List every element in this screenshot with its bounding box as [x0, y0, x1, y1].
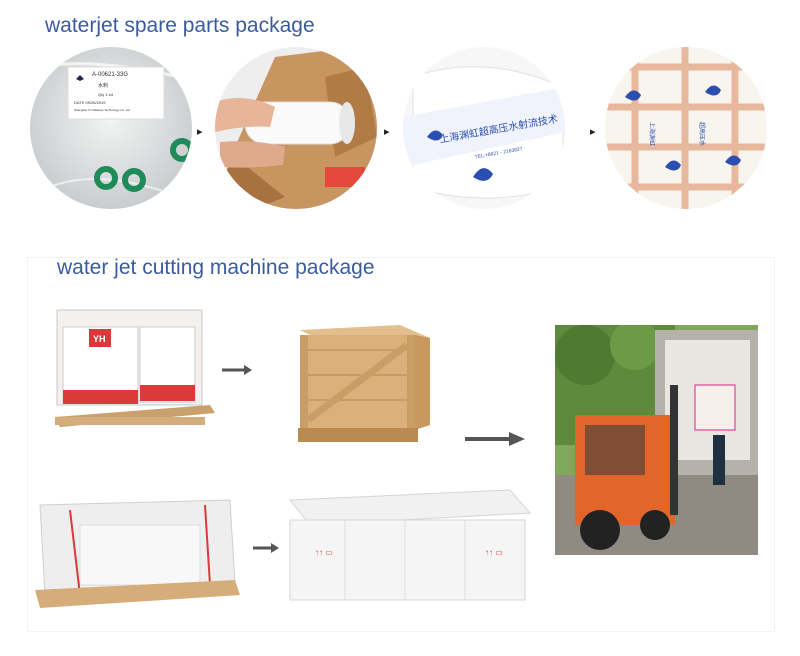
- svg-text:YH: YH: [93, 334, 106, 344]
- arrow-1-icon: ▸: [197, 125, 203, 138]
- label-qty: Qty 1 lot: [98, 92, 114, 97]
- spare-parts-title: waterjet spare parts package: [45, 14, 315, 37]
- svg-text:超高压水: 超高压水: [698, 122, 706, 146]
- photo-parts-in-box: [215, 47, 377, 209]
- arrow-2-icon: ▸: [384, 125, 390, 138]
- machine-package-title: water jet cutting machine package: [57, 256, 375, 279]
- arrow-to-truck-icon: [465, 432, 525, 451]
- svg-text:上海渊虹: 上海渊虹: [648, 122, 656, 146]
- photo-wooden-crate: [290, 320, 435, 450]
- photo-forklift-loading: [555, 320, 758, 555]
- photo-taped-wrap: 上海渊虹超高压水射流技术 TEL:+8621 - 2163827: [403, 47, 565, 209]
- crate-marks-right: ↑↑ ▭: [485, 548, 503, 557]
- photo-spare-parts-bag: A-00621-33G 水刺 Qty 1 lot DATE 09/26/2019…: [30, 47, 192, 209]
- photo-tape-closeup: 上海渊虹 超高压水: [605, 47, 767, 209]
- arrow-right-2-icon: [253, 540, 279, 558]
- arrow-3-icon: ▸: [590, 125, 596, 138]
- photo-wrapped-long-machine: [30, 490, 240, 610]
- label-date: DATE 09/26/2019: [74, 100, 106, 105]
- label-name: 水刺: [98, 82, 108, 89]
- arrow-right-icon: [222, 362, 252, 380]
- label-part-no: A-00621-33G: [92, 72, 128, 78]
- crate-marks-left: ↑↑ ▭: [315, 548, 333, 557]
- label-supplier: Shanghai YH Waterjet Technology Co.,Ltd: [74, 108, 130, 112]
- photo-long-crate: ↑↑ ▭ ↑↑ ▭: [285, 485, 535, 605]
- photo-wrapped-machine: YH: [55, 305, 215, 435]
